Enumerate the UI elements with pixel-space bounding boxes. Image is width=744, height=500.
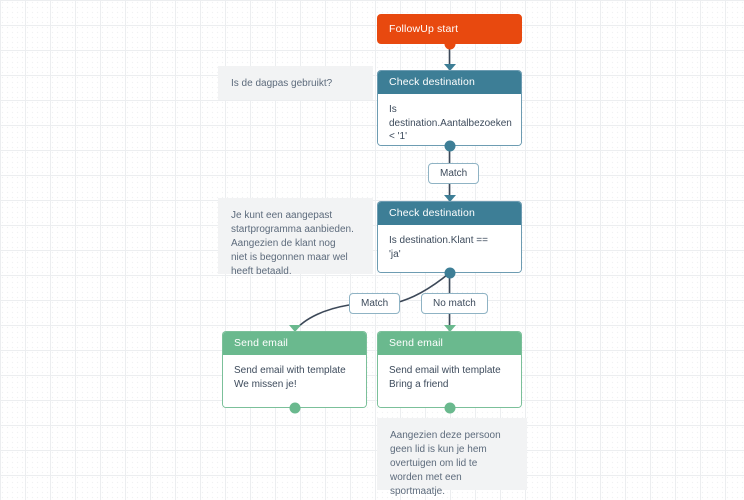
note-dagpas[interactable]: Is de dagpas gebruikt? (218, 66, 373, 100)
node-body: Send email with template We missen je! (223, 355, 366, 407)
node-check-destination-2[interactable]: Check destination Is destination.Klant =… (377, 201, 522, 273)
anchor-send-left-out[interactable] (289, 402, 300, 414)
anchor-send-left-in[interactable] (288, 325, 301, 332)
anchor-check1-out[interactable] (444, 140, 455, 152)
anchor-check2-out[interactable] (444, 267, 455, 279)
node-body: Is destination.Klant == 'ja' (378, 225, 521, 272)
node-body: Is destination.Aantalbezoeken < '1' (378, 94, 521, 145)
anchor-check2-in[interactable] (443, 195, 456, 202)
node-title: FollowUp start (389, 23, 459, 35)
node-title: Send email (223, 332, 366, 355)
edge-label-match-1[interactable]: Match (428, 163, 480, 184)
anchor-check1-in[interactable] (443, 64, 456, 71)
node-title: Check destination (378, 71, 521, 94)
node-send-email-left[interactable]: Send email Send email with template We m… (222, 331, 367, 408)
node-title: Check destination (378, 202, 521, 225)
node-check-destination-1[interactable]: Check destination Is destination.Aantalb… (377, 70, 522, 146)
anchor-start-out[interactable] (444, 38, 455, 50)
edge-label-no-match[interactable]: No match (421, 293, 488, 314)
anchor-send-right-in[interactable] (443, 325, 456, 332)
note-sportmaatje[interactable]: Aangezien deze persoon geen lid is kun j… (377, 418, 527, 497)
edge-label-match-2[interactable]: Match (349, 293, 401, 314)
node-send-email-right[interactable]: Send email Send email with template Brin… (377, 331, 522, 408)
anchor-send-right-out[interactable] (444, 402, 455, 414)
note-startprogramma[interactable]: Je kunt een aangepast startprogramma aan… (218, 198, 373, 277)
edge-match2-to-send-left (293, 304, 350, 332)
node-title: Send email (378, 332, 521, 355)
node-body: Send email with template Bring a friend (378, 355, 521, 407)
